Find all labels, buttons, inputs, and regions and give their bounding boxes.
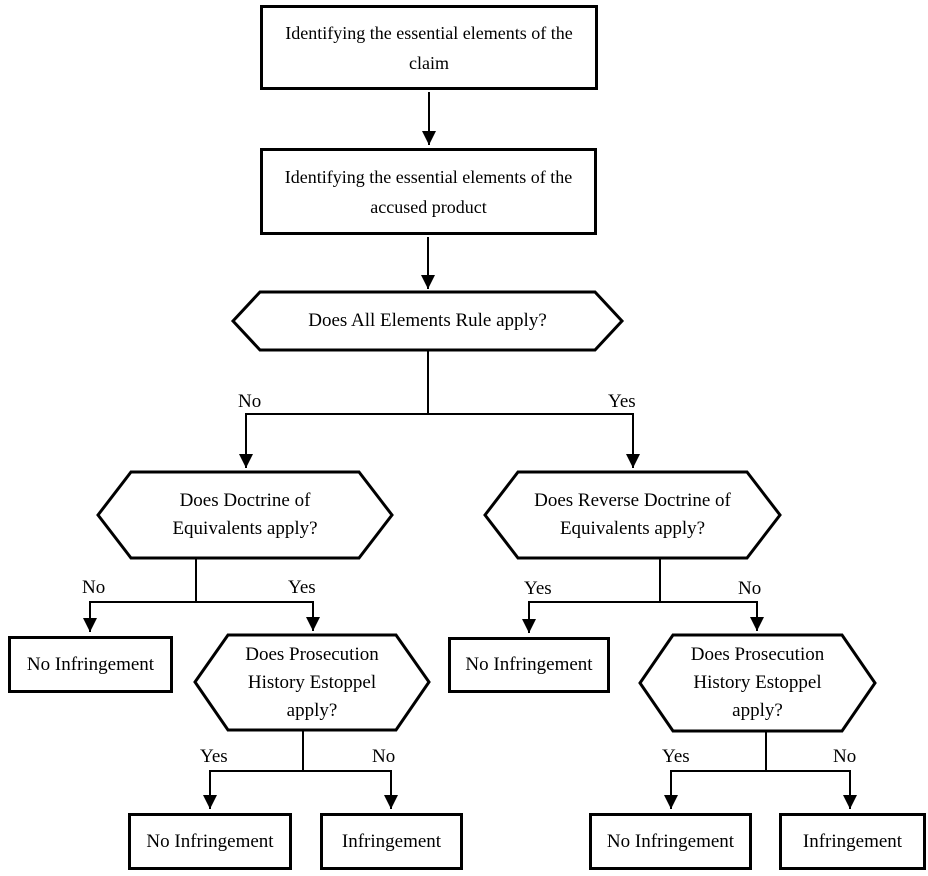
edge-label-phe-right-no: No bbox=[833, 746, 857, 767]
node-infringement-right-label: Infringement bbox=[802, 830, 903, 852]
node-no-infringement-after-doe: No Infringement bbox=[8, 636, 173, 693]
decision-prosecution-history-estoppel-right-label: Does Prosecution History Estoppel apply? bbox=[690, 644, 825, 721]
hexagon-shape bbox=[638, 633, 877, 733]
connector-doe-branch bbox=[90, 559, 313, 603]
edge-label-phe-left-yes: Yes bbox=[200, 746, 228, 767]
decision-doctrine-of-equivalents-label: Does Doctrine of Equivalents apply? bbox=[172, 490, 318, 539]
hexagon-shape bbox=[193, 633, 431, 732]
edge-label-rdoe-yes: Yes bbox=[524, 578, 552, 599]
node-infringement-left: Infringement bbox=[320, 813, 463, 870]
decision-all-elements-rule-label: Does All Elements Rule apply? bbox=[308, 310, 547, 331]
connector-phe-right-branch bbox=[671, 732, 850, 772]
connector-rdoe-branch bbox=[529, 559, 757, 603]
hexagon-shape bbox=[230, 290, 625, 352]
node-identify-claim-elements-label: Identifying the essential elements of th… bbox=[285, 22, 573, 73]
node-no-infringement-phe-right: No Infringement bbox=[589, 813, 752, 870]
decision-prosecution-history-estoppel-right: Does Prosecution History Estoppel apply? bbox=[638, 633, 877, 733]
node-infringement-left-label: Infringement bbox=[341, 830, 442, 852]
node-no-infringement-after-doe-label: No Infringement bbox=[26, 653, 155, 675]
edge-label-all-elements-no: No bbox=[238, 391, 262, 412]
connector-phe-left-branch bbox=[210, 731, 391, 772]
hexagon-shape bbox=[483, 470, 782, 560]
edge-label-doe-yes: Yes bbox=[288, 577, 316, 598]
node-infringement-right: Infringement bbox=[779, 813, 926, 870]
node-identify-claim-elements: Identifying the essential elements of th… bbox=[260, 5, 598, 90]
node-identify-accused-product-elements-label: Identifying the essential elements of th… bbox=[284, 166, 573, 217]
node-no-infringement-phe-left: No Infringement bbox=[128, 813, 292, 870]
edge-label-all-elements-yes: Yes bbox=[608, 391, 636, 412]
node-no-infringement-phe-right-label: No Infringement bbox=[606, 830, 735, 852]
decision-doctrine-of-equivalents: Does Doctrine of Equivalents apply? bbox=[96, 470, 394, 560]
edge-label-phe-left-no: No bbox=[372, 746, 396, 767]
connector-all-elements-branch bbox=[246, 351, 633, 415]
hexagon-shape bbox=[96, 470, 394, 560]
node-no-infringement-phe-left-label: No Infringement bbox=[146, 830, 274, 852]
node-no-infringement-after-rdoe: No Infringement bbox=[448, 637, 610, 693]
edge-label-rdoe-no: No bbox=[738, 578, 762, 599]
node-no-infringement-after-rdoe-label: No Infringement bbox=[465, 654, 593, 675]
decision-prosecution-history-estoppel-left: Does Prosecution History Estoppel apply? bbox=[193, 633, 431, 732]
decision-all-elements-rule: Does All Elements Rule apply? bbox=[230, 290, 625, 352]
edge-label-doe-no: No bbox=[82, 577, 106, 598]
edge-label-phe-right-yes: Yes bbox=[662, 746, 690, 767]
decision-reverse-doctrine-of-equivalents-label: Does Reverse Doctrine of Equivalents app… bbox=[534, 490, 731, 539]
decision-reverse-doctrine-of-equivalents: Does Reverse Doctrine of Equivalents app… bbox=[483, 470, 782, 560]
decision-prosecution-history-estoppel-left-label: Does Prosecution History Estoppel apply? bbox=[245, 643, 379, 721]
node-identify-accused-product-elements: Identifying the essential elements of th… bbox=[260, 148, 597, 235]
